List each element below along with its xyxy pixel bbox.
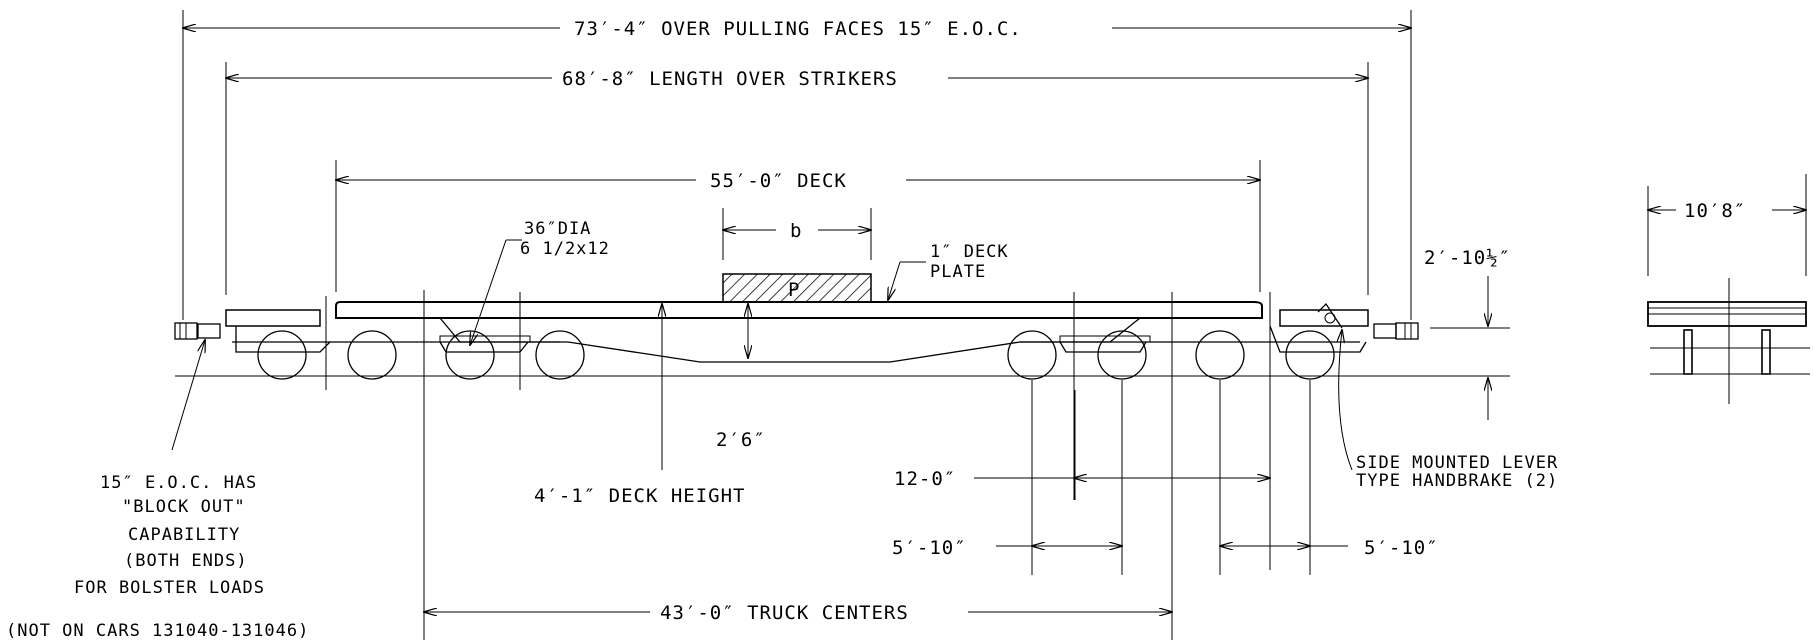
dim-depth: 2′6″ — [716, 304, 766, 451]
label-length-over-strikers: 68′-8″ LENGTH OVER STRIKERS — [562, 68, 898, 90]
label-width: 10′8″ — [1684, 200, 1746, 222]
label-deck-height: 4′-1″ DECK HEIGHT — [534, 485, 745, 507]
end-view: 10′8″ — [1648, 174, 1810, 404]
dim-length-over-strikers: 68′-8″ LENGTH OVER STRIKERS — [226, 68, 1368, 90]
wheel — [1195, 330, 1245, 380]
label-wheel-axle: 6 1/2x12 — [520, 239, 610, 259]
wheels — [257, 330, 1335, 380]
label-end-height: 2′-10½″ — [1424, 247, 1511, 269]
note-handbrake-1: SIDE MOUNTED LEVER — [1356, 453, 1558, 473]
flatcar-body: P — [174, 273, 1419, 363]
wheel — [1097, 330, 1147, 380]
left-striker — [225, 309, 321, 327]
label-wheel-dia: 36″DIA — [524, 219, 591, 239]
handbrake-note: SIDE MOUNTED LEVER TYPE HANDBRAKE (2) — [1339, 330, 1558, 491]
dim-truck-span: 12-0″ — [894, 468, 1270, 490]
label-over-pulling-faces: 73′-4″ OVER PULLING FACES 15″ E.O.C. — [574, 18, 1022, 40]
wheel — [347, 330, 397, 380]
wheel — [1007, 330, 1057, 380]
dim-end-height: 2′-10½″ — [1424, 247, 1511, 420]
label-deck-length: 55′-0″ DECK — [710, 170, 847, 192]
end-view-wheel — [1761, 329, 1771, 375]
label-load-width: b — [790, 220, 802, 242]
eoc-note: 15″ E.O.C. HAS "BLOCK OUT" CAPABILITY (B… — [6, 340, 309, 641]
note-eoc-5: FOR BOLSTER LOADS — [74, 578, 265, 598]
dim-load-width: b — [723, 208, 871, 260]
dim-truck-centers: 43′-0″ TRUCK CENTERS — [424, 602, 1172, 624]
wheel — [445, 330, 495, 380]
label-truck-span: 12-0″ — [894, 468, 956, 490]
label-axle-left: 5′-10″ — [892, 537, 967, 559]
wheel — [257, 330, 307, 380]
note-handbrake-2: TYPE HANDBRAKE (2) — [1356, 471, 1558, 491]
right-coupler — [1373, 323, 1397, 339]
load-block — [722, 273, 872, 303]
note-eoc-2: "BLOCK OUT" — [122, 497, 246, 517]
note-eoc-3: CAPABILITY — [128, 525, 240, 545]
wheel — [1285, 330, 1335, 380]
deck-plate-callout: 1″ DECK PLATE — [888, 242, 1009, 300]
label-depth: 2′6″ — [716, 429, 766, 451]
dim-axle-right: 5′-10″ — [1220, 537, 1439, 559]
label-deck-plate-2: PLATE — [930, 262, 986, 282]
dim-over-pulling-faces: 73′-4″ OVER PULLING FACES 15″ E.O.C. — [183, 18, 1411, 40]
dim-deck-height: 4′-1″ DECK HEIGHT — [534, 304, 745, 507]
label-axle-right: 5′-10″ — [1364, 537, 1439, 559]
rail — [175, 327, 1510, 377]
dim-deck-length: 55′-0″ DECK — [336, 170, 1260, 192]
note-eoc-6: (NOT ON CARS 131040-131046) — [6, 621, 309, 641]
left-coupler — [197, 323, 221, 339]
label-deck-plate-1: 1″ DECK — [930, 242, 1009, 262]
right-striker — [1279, 309, 1369, 327]
label-truck-centers: 43′-0″ TRUCK CENTERS — [660, 602, 909, 624]
end-view-wheel — [1683, 329, 1693, 375]
dim-axle-left: 5′-10″ — [892, 537, 1122, 559]
note-eoc-4: (BOTH ENDS) — [124, 551, 248, 571]
label-load: P — [788, 279, 800, 301]
note-eoc-1: 15″ E.O.C. HAS — [100, 473, 257, 493]
wheel-callout: 36″DIA 6 1/2x12 — [470, 219, 610, 345]
wheel — [535, 330, 585, 380]
